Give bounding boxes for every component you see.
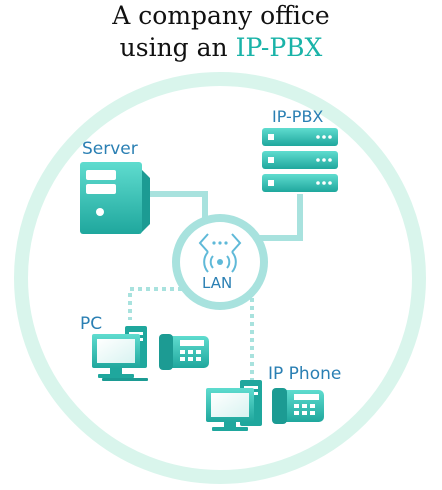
lan-label: LAN [202, 274, 233, 292]
ip-desk-phone-icon [272, 388, 324, 424]
server-label: Server [82, 139, 138, 159]
diagram-title: A company office using an IP-PBX [0, 0, 442, 64]
title-accent-ipbx: IP-PBX [235, 33, 323, 62]
title-line-1: A company office [112, 1, 330, 30]
lan-hub-icon [172, 214, 268, 310]
ip-pbx-label: IP-PBX [272, 107, 324, 126]
ip-pbx-icon [262, 128, 338, 192]
pc-desk-phone-icon [159, 334, 209, 370]
pc-workstation-icon [92, 326, 148, 381]
office-boundary-ring [14, 72, 426, 484]
ip-phone-label: IP Phone [268, 364, 342, 384]
ipbx-lan-link [258, 194, 303, 241]
server-icon [80, 162, 150, 234]
title-line-2-prefix: using an [119, 33, 236, 62]
lan-pc-link [128, 287, 182, 320]
pc-label: PC [80, 314, 103, 334]
title-line-2: using an IP-PBX [0, 32, 442, 64]
ip-phone-workstation-icon [206, 380, 262, 431]
